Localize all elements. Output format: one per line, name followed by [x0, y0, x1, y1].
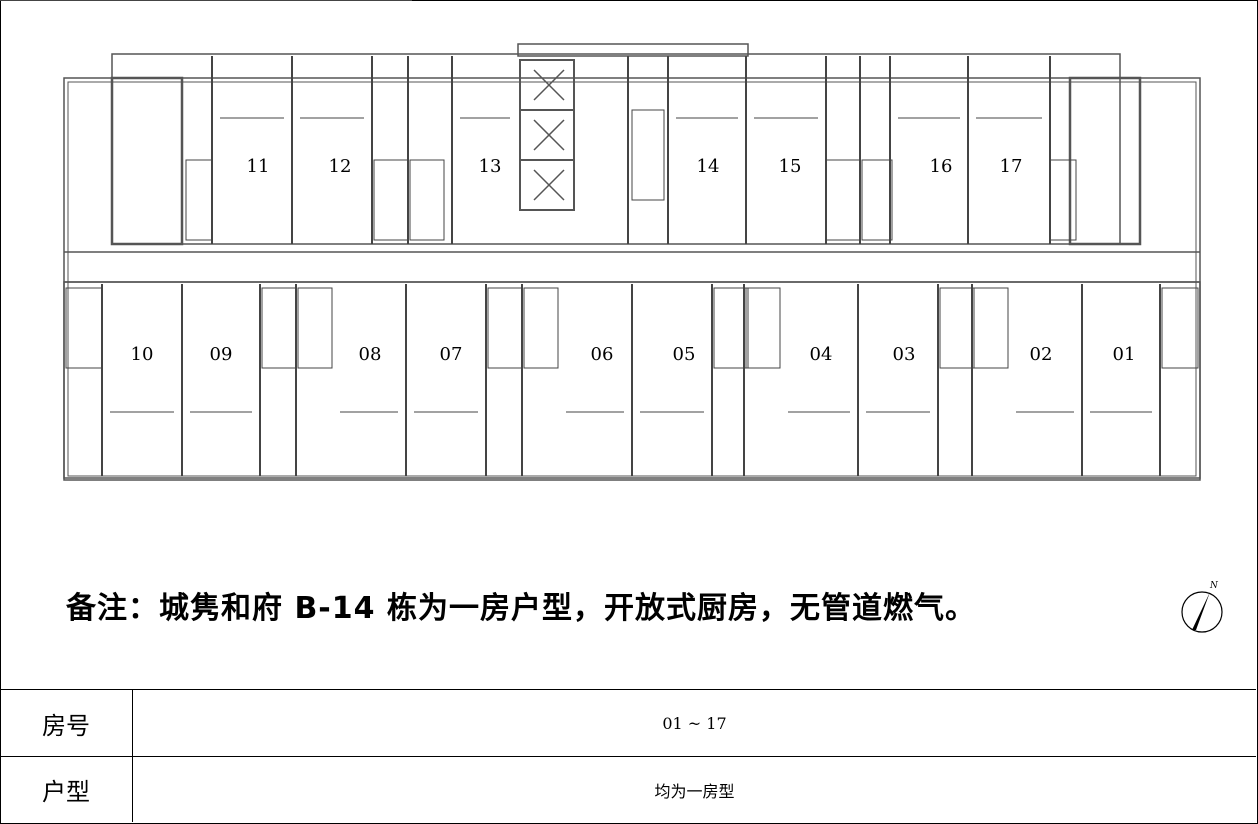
- room-number-01: 01: [1113, 344, 1136, 365]
- room-number-03: 03: [893, 344, 916, 365]
- table-row: 房号 01 ~ 17: [0, 690, 1256, 757]
- row-label-room-number: 房号: [0, 690, 133, 756]
- room-number-04: 04: [810, 344, 833, 365]
- floor-plan-panel: 11 12 13 14 15 16 17 10 09 08 07 06 05 04 03 02 01 备注：城隽…: [0, 0, 1256, 690]
- room-number-15: 15: [779, 156, 802, 177]
- north-letter: N: [1209, 581, 1219, 591]
- room-number-14: 14: [697, 156, 720, 177]
- room-number-07: 07: [440, 344, 463, 365]
- compass-north-icon: N: [1181, 581, 1223, 633]
- room-number-08: 08: [359, 344, 382, 365]
- room-number-06: 06: [591, 344, 614, 365]
- room-number-17: 17: [1000, 156, 1023, 177]
- room-number-11: 11: [247, 156, 270, 177]
- row-value-room-range: 01 ~ 17: [662, 713, 727, 733]
- room-number-12: 12: [329, 156, 352, 177]
- room-number-05: 05: [673, 344, 696, 365]
- room-number-09: 09: [210, 344, 233, 365]
- room-number-13: 13: [479, 156, 502, 177]
- table-row: 户型 均为一房型: [0, 757, 1256, 822]
- room-number-02: 02: [1030, 344, 1053, 365]
- floor-plan: 11 12 13 14 15 16 17 10 09 08 07 06 05 04 03 02 01: [0, 0, 1201, 481]
- note-text: 备注：城隽和府 B-14 栋为一房户型，开放式厨房，无管道燃气。: [66, 591, 976, 626]
- room-number-10: 10: [131, 344, 154, 365]
- row-label-unit-type: 户型: [0, 757, 133, 822]
- room-number-16: 16: [930, 156, 953, 177]
- row-value-unit-type: 均为一房型: [654, 781, 735, 801]
